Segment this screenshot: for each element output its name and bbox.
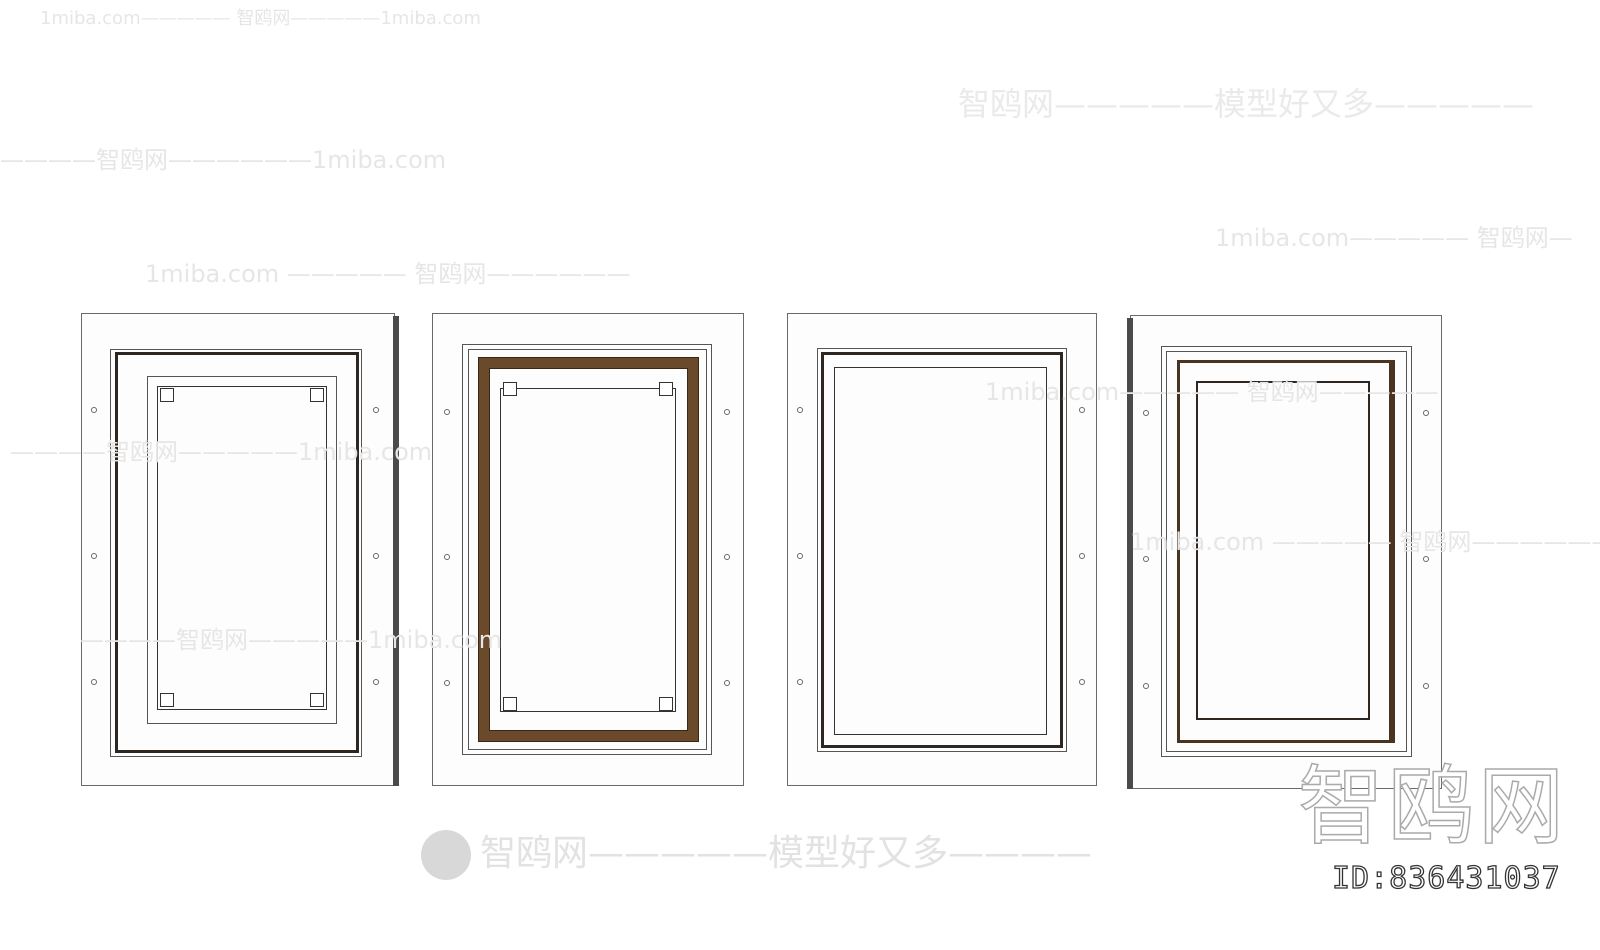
watermark-logo-icon	[421, 830, 471, 880]
panel-edge	[393, 316, 399, 786]
screw-icon	[797, 679, 803, 685]
screw-icon	[444, 554, 450, 560]
dark-molding	[115, 352, 359, 753]
frame-panel	[81, 313, 395, 786]
screw-icon	[1423, 410, 1429, 416]
watermark-text: ————智鸥网—————1miba.com	[10, 438, 433, 466]
brand-logo: 智鸥网	[1297, 757, 1568, 857]
fret-corner-icon	[659, 382, 673, 396]
screw-icon	[797, 553, 803, 559]
outer-molding	[110, 349, 362, 757]
screw-icon	[1143, 410, 1149, 416]
inner-molding	[834, 367, 1047, 735]
watermark-text: 1miba.com————— 智鸥网—————1miba.com	[40, 8, 481, 29]
screw-icon	[724, 409, 730, 415]
watermark-text: ————智鸥网—————1miba.com	[80, 626, 503, 654]
wood-molding	[479, 358, 698, 741]
screw-icon	[1423, 683, 1429, 689]
watermark-slogan: 智鸥网—————模型好又多————	[480, 833, 1093, 874]
fret-corner-icon	[310, 693, 324, 707]
watermark-text: 1miba.com ————— 智鸥网——————	[1130, 528, 1600, 556]
screw-icon	[373, 553, 379, 559]
fret-corner-icon	[659, 697, 673, 711]
screw-icon	[1079, 407, 1085, 413]
watermark-text: 1miba.com————— 智鸥网—	[1215, 224, 1573, 252]
screw-icon	[1143, 683, 1149, 689]
outer-molding	[1161, 346, 1412, 757]
panel-edge	[1127, 318, 1133, 789]
fret-corner-icon	[160, 693, 174, 707]
screw-icon	[444, 680, 450, 686]
outer-molding	[462, 344, 712, 755]
ornament-border	[157, 386, 327, 710]
screw-icon	[1079, 679, 1085, 685]
model-id: ID:836431037	[1331, 861, 1561, 896]
middle-molding	[1166, 351, 1407, 752]
fret-corner-icon	[160, 388, 174, 402]
fret-corner-icon	[503, 382, 517, 396]
screw-icon	[91, 679, 97, 685]
screw-icon	[1079, 553, 1085, 559]
ornament-border	[500, 388, 676, 712]
watermark-text: 智鸥网—————模型好又多—————	[958, 85, 1535, 123]
screw-icon	[1423, 556, 1429, 562]
screw-icon	[444, 409, 450, 415]
fret-corner-icon	[310, 388, 324, 402]
watermark-text: 1miba.com ————— 智鸥网——————	[145, 260, 631, 288]
screw-icon	[91, 553, 97, 559]
screw-icon	[724, 554, 730, 560]
fret-corner-icon	[503, 697, 517, 711]
middle-molding	[468, 349, 707, 750]
screw-icon	[373, 679, 379, 685]
frame-panel	[787, 313, 1097, 786]
screw-icon	[724, 680, 730, 686]
screw-icon	[797, 407, 803, 413]
dark-molding	[821, 352, 1063, 748]
watermark-text: 1miba.com————— 智鸥网—————	[985, 378, 1439, 406]
inner-molding	[147, 376, 337, 724]
outer-molding	[817, 348, 1067, 752]
screw-icon	[91, 407, 97, 413]
screw-icon	[373, 407, 379, 413]
screw-icon	[1143, 556, 1149, 562]
wood-molding	[1177, 360, 1395, 743]
watermark-text: ————智鸥网——————1miba.com	[0, 146, 447, 174]
inner-molding	[1196, 381, 1370, 720]
